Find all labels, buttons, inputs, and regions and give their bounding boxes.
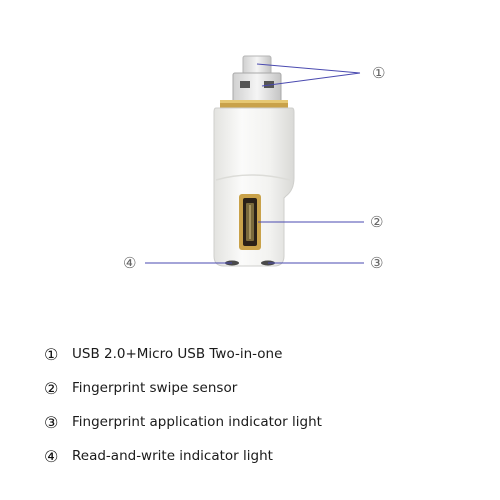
callout-2: ② <box>370 213 383 231</box>
legend-marker: ① <box>44 344 59 364</box>
leader-line-1a <box>256 63 361 74</box>
legend-marker: ② <box>44 378 59 398</box>
legend-text: Fingerprint application indicator light <box>72 414 322 430</box>
legend-item: ③ Fingerprint application indicator ligh… <box>44 405 322 439</box>
legend-item: ① USB 2.0+Micro USB Two-in-one <box>44 337 322 371</box>
legend-marker: ③ <box>44 412 59 432</box>
callout-4: ④ <box>123 254 136 272</box>
legend-text: Fingerprint swipe sensor <box>72 380 238 396</box>
legend-item: ④ Read-and-write indicator light <box>44 439 322 473</box>
legend-text: USB 2.0+Micro USB Two-in-one <box>72 346 283 362</box>
device-body <box>213 107 295 267</box>
callout-1: ① <box>372 64 385 82</box>
usb-a-plug <box>232 72 282 104</box>
legend-item: ② Fingerprint swipe sensor <box>44 371 322 405</box>
fingerprint-sensor <box>239 194 261 250</box>
leader-line-1b <box>261 72 361 87</box>
legend: ① USB 2.0+Micro USB Two-in-one ② Fingerp… <box>44 337 322 473</box>
callout-3: ③ <box>370 254 383 272</box>
leader-lines <box>145 63 364 264</box>
device-diagram: ① ② ③ ④ <box>123 55 385 272</box>
legend-text: Read-and-write indicator light <box>72 448 273 464</box>
legend-marker: ④ <box>44 446 59 466</box>
